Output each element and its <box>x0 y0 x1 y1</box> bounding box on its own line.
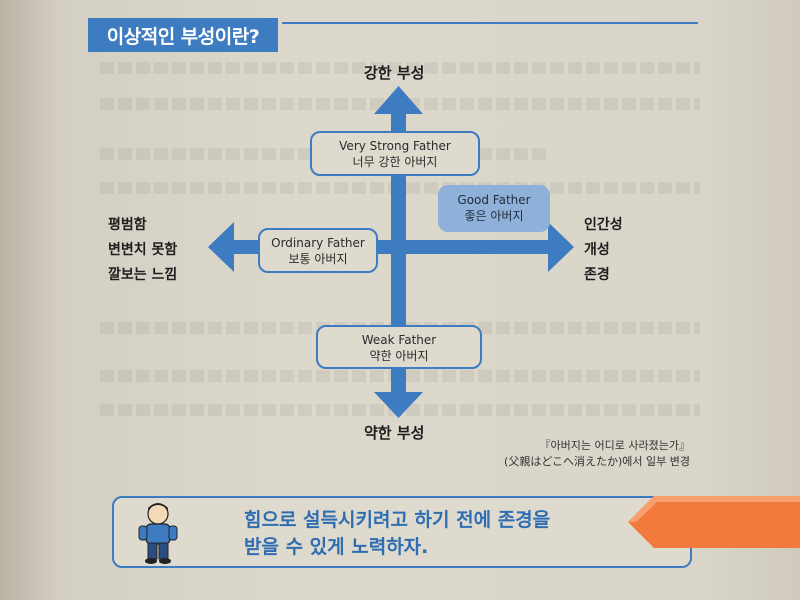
box-english-label: Ordinary Father <box>271 236 365 250</box>
arrow-down <box>374 392 423 418</box>
bottom-axis-label: 약한 부성 <box>364 424 425 442</box>
background-text-line <box>100 62 700 74</box>
source-title: 『아버지는 어디로 사라졌는가』 <box>539 439 690 452</box>
left-axis-labels: 평범함 변변치 못함 깔보는 느낌 <box>108 213 177 288</box>
box-korean-label: 보통 아버지 <box>288 252 348 266</box>
box-english-label: Good Father <box>457 193 531 207</box>
right-label: 인간성 <box>584 217 623 233</box>
section-title: 이상적인 부성이란? <box>88 18 278 52</box>
box-english-label: Very Strong Father <box>339 139 451 153</box>
box-korean-label: 너무 강한 아버지 <box>352 155 438 169</box>
right-axis-labels: 인간성 개성 존경 <box>584 213 623 288</box>
left-label: 평범함 <box>108 217 147 233</box>
arrow-right <box>548 222 574 272</box>
arrow-up <box>374 86 423 114</box>
left-label: 깔보는 느낌 <box>108 267 178 283</box>
person-icon <box>138 503 178 564</box>
box-english-label: Weak Father <box>361 333 437 347</box>
source-note: (父親はどこへ消えたか)에서 일부 변경 <box>504 455 690 468</box>
title-rule <box>282 22 698 24</box>
tip-line: 힘으로 설득시키려고 하기 전에 존경을 <box>244 509 551 531</box>
right-label: 존경 <box>584 267 610 283</box>
box-korean-label: 좋은 아버지 <box>464 209 524 223</box>
weak-father-box: Weak Father 약한 아버지 <box>316 325 482 369</box>
ordinary-father-box: Ordinary Father 보통 아버지 <box>258 228 378 273</box>
tip-text: 힘으로 설득시키려고 하기 전에 존경을 받을 수 있게 노력하자. <box>244 507 550 561</box>
tip-line: 받을 수 있게 노력하자. <box>244 536 429 558</box>
good-father-box: Good Father 좋은 아버지 <box>438 185 550 232</box>
left-label: 변변치 못함 <box>108 242 178 258</box>
bookmark-tab <box>628 496 800 548</box>
box-korean-label: 약한 아버지 <box>369 349 429 363</box>
tip-banner <box>112 496 692 568</box>
arrow-left <box>208 222 234 272</box>
source-citation: 『아버지는 어디로 사라졌는가』 (父親はどこへ消えたか)에서 일부 변경 <box>504 438 690 470</box>
very-strong-father-box: Very Strong Father 너무 강한 아버지 <box>310 131 480 176</box>
right-label: 개성 <box>584 242 610 258</box>
top-axis-label: 강한 부성 <box>364 64 425 82</box>
